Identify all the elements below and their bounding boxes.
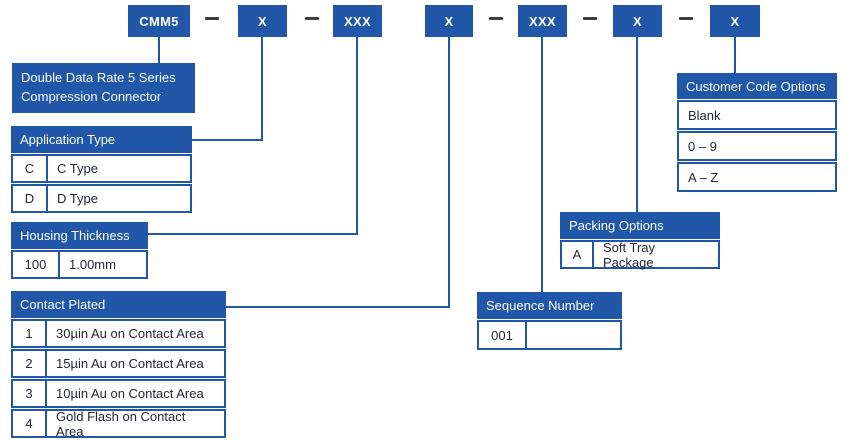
series-description-box: Double Data Rate 5 Series Compression Co… [12, 63, 195, 113]
desc-cell: 1.00mm [69, 257, 116, 272]
dash-separator [583, 17, 597, 20]
desc-cell: C Type [57, 161, 98, 176]
code-segment-housing: XXX [333, 5, 382, 37]
table-row: A – Z [677, 162, 837, 192]
table-row: 100 1.00mm [11, 250, 148, 279]
packing-options-header: Packing Options [560, 212, 720, 239]
option-cell: 0 – 9 [688, 138, 717, 154]
table-row: 2 15µin Au on Contact Area [11, 349, 226, 378]
option-cell: A – Z [688, 169, 719, 185]
code-cell: 4 [13, 411, 47, 436]
code-cell: 1 [13, 321, 47, 346]
code-segment-packing: X [613, 5, 662, 37]
dash-separator [679, 17, 693, 20]
table-row: 4 Gold Flash on Contact Area [11, 408, 226, 439]
code-cell: A [562, 242, 594, 267]
connector-line-customer [734, 37, 736, 73]
code-segment-application: X [238, 5, 287, 37]
table-row: C C Type [11, 154, 192, 183]
connector-line-housing [356, 37, 358, 235]
customer-code-options-header: Customer Code Options [677, 73, 837, 99]
desc-cell: 15µin Au on Contact Area [56, 356, 204, 371]
connector-line-application [261, 37, 263, 141]
connector-line-sequence [541, 37, 543, 292]
connector-line-plating [226, 306, 450, 308]
desc-cell: 10µin Au on Contact Area [56, 386, 204, 401]
desc-cell [527, 322, 620, 348]
housing-thickness-table: Housing Thickness 100 1.00mm [11, 222, 148, 279]
desc-cell: Gold Flash on Contact Area [56, 408, 186, 439]
connector-line-plating [448, 37, 450, 308]
desc-cell: D Type [57, 191, 98, 206]
code-cell: 001 [479, 322, 527, 348]
code-cell: 2 [13, 351, 47, 376]
table-row: A Soft Tray Package [560, 239, 720, 270]
table-row: D D Type [11, 184, 192, 213]
table-row: 0 – 9 [677, 131, 837, 161]
housing-thickness-header: Housing Thickness [11, 222, 148, 249]
desc-cell: Soft Tray Package [603, 239, 656, 270]
desc-cell: 30µin Au on Contact Area [56, 326, 204, 341]
code-cell: D [13, 186, 48, 211]
application-type-header: Application Type [11, 126, 192, 153]
sequence-number-table: Sequence Number 001 [477, 292, 622, 350]
dash-separator [205, 17, 219, 20]
table-row: 1 30µin Au on Contact Area [11, 319, 226, 348]
series-description-line2: Compression Connector [21, 89, 162, 104]
connector-line-application [192, 139, 263, 141]
option-cell: Blank [688, 107, 721, 123]
table-row: 001 [477, 320, 622, 350]
table-row: 3 10µin Au on Contact Area [11, 379, 226, 408]
connector-line-packing [636, 37, 638, 212]
code-cell: 3 [13, 381, 47, 406]
packing-options-table: Packing Options A Soft Tray Package [560, 212, 720, 270]
dash-separator [305, 17, 319, 20]
contact-plated-table: Contact Plated 1 30µin Au on Contact Are… [11, 291, 226, 439]
code-cell: C [13, 156, 48, 181]
customer-code-options-table: Customer Code Options Blank 0 – 9 A – Z [677, 73, 837, 192]
connector-line-housing [148, 233, 358, 235]
table-row: Blank [677, 100, 837, 130]
code-segment-sequence: XXX [518, 5, 567, 37]
connector-line-series [158, 37, 160, 63]
dash-separator [489, 17, 503, 20]
code-segment-plating: X [425, 5, 473, 37]
application-type-table: Application Type C C Type D D Type [11, 126, 192, 213]
sequence-number-header: Sequence Number [477, 292, 622, 319]
code-segment-series: CMM5 [128, 5, 190, 37]
series-description-line1: Double Data Rate 5 Series [21, 70, 176, 86]
code-cell: 100 [13, 252, 60, 277]
code-segment-customer: X [710, 5, 760, 37]
contact-plated-header: Contact Plated [11, 291, 226, 318]
